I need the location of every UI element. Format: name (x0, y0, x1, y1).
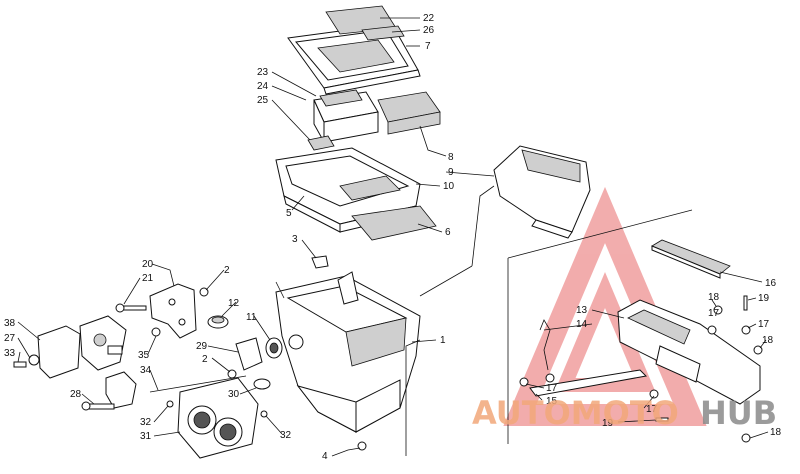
callout-15: 15 (546, 396, 558, 407)
screw-32-right (260, 410, 268, 418)
screws-19 (655, 295, 748, 422)
callout-11: 11 (246, 312, 257, 323)
callout-17-right: 17 (758, 319, 770, 330)
watermark-text: AUTOMOTO HUB (472, 394, 777, 432)
duct-13 (617, 299, 761, 405)
rail-15 (529, 369, 648, 397)
intake-boot (177, 377, 259, 459)
bracket-29 (235, 337, 263, 371)
callout-38: 38 (4, 318, 16, 329)
bolt-21 (115, 303, 147, 313)
nuts-18 (713, 305, 763, 443)
nut-35 (151, 327, 161, 337)
callout-19-top: 19 (758, 293, 770, 304)
screw-32-left (166, 400, 174, 408)
callout-26: 26 (423, 25, 435, 36)
callout-22: 22 (423, 13, 435, 24)
small-pad (307, 135, 335, 151)
callout-32-left: 32 (140, 417, 152, 428)
callout-23: 23 (257, 67, 269, 78)
callout-4: 4 (322, 451, 328, 462)
callout-1: 1 (440, 335, 446, 346)
callout-28: 28 (70, 389, 82, 400)
air-cleaner-38 (37, 325, 81, 379)
gasket (351, 205, 437, 241)
callout-6: 6 (445, 227, 451, 238)
right-inset-frame (507, 209, 693, 444)
filter-base-tray (275, 147, 421, 233)
callout-14: 14 (576, 319, 588, 330)
callout-18-top: 18 (708, 292, 720, 303)
seal-strip-16 (651, 239, 731, 279)
washer-27 (28, 354, 40, 366)
callout-19-bottom: 19 (602, 418, 614, 429)
callout-17-top: 17 (708, 308, 720, 319)
grommet-11 (265, 337, 283, 359)
callout-2-mid: 2 (202, 354, 208, 365)
callout-31: 31 (140, 431, 152, 442)
callout-29: 29 (196, 341, 208, 352)
callout-20: 20 (142, 259, 154, 270)
callout-labels: 22 26 7 23 24 25 8 9 10 5 6 3 20 21 2 12… (4, 13, 782, 462)
callout-21: 21 (142, 273, 154, 284)
watermark-text-b: HUB (700, 394, 777, 432)
callout-25: 25 (257, 95, 269, 106)
callout-35: 35 (138, 350, 150, 361)
callout-10: 10 (443, 181, 455, 192)
rod-34 (149, 375, 247, 393)
callout-7: 7 (425, 41, 431, 52)
callout-18-bottom: 18 (770, 427, 782, 438)
linkage-28 (81, 371, 137, 411)
callout-5: 5 (286, 208, 292, 219)
callout-34: 34 (140, 365, 152, 376)
callout-27: 27 (4, 333, 16, 344)
callout-32-right: 32 (280, 430, 292, 441)
bracket-14 (539, 319, 551, 371)
intake-snorkel (493, 145, 591, 239)
callout-3: 3 (292, 234, 298, 245)
callout-8: 8 (448, 152, 454, 163)
carburetor-assembly (79, 315, 127, 371)
hose-clamp-12 (207, 315, 229, 329)
callout-24: 24 (257, 81, 269, 92)
foam-element-box (313, 89, 379, 144)
callout-30: 30 (228, 389, 240, 400)
screw-3 (311, 255, 329, 269)
callout-13: 13 (576, 305, 588, 316)
watermark-text-a: AUTOMOTO (472, 394, 679, 432)
callout-17-left: 17 (546, 383, 558, 394)
callout-18-mid: 18 (762, 335, 774, 346)
callout-16: 16 (765, 278, 777, 289)
callout-33: 33 (4, 348, 16, 359)
leader-lines (17, 17, 769, 457)
air-box-housing (275, 271, 421, 433)
callout-17-bottom: 17 (646, 404, 658, 415)
air-filter-cover (287, 23, 421, 95)
clamp-30 (253, 378, 271, 390)
callout-12: 12 (228, 298, 240, 309)
screw-4 (357, 441, 367, 451)
callout-9: 9 (448, 167, 454, 178)
filter-pad (377, 91, 441, 135)
filter-screen-small (361, 25, 405, 41)
callout-2-top: 2 (224, 265, 230, 276)
mounting-bracket (149, 283, 197, 339)
screw-33 (13, 361, 27, 368)
